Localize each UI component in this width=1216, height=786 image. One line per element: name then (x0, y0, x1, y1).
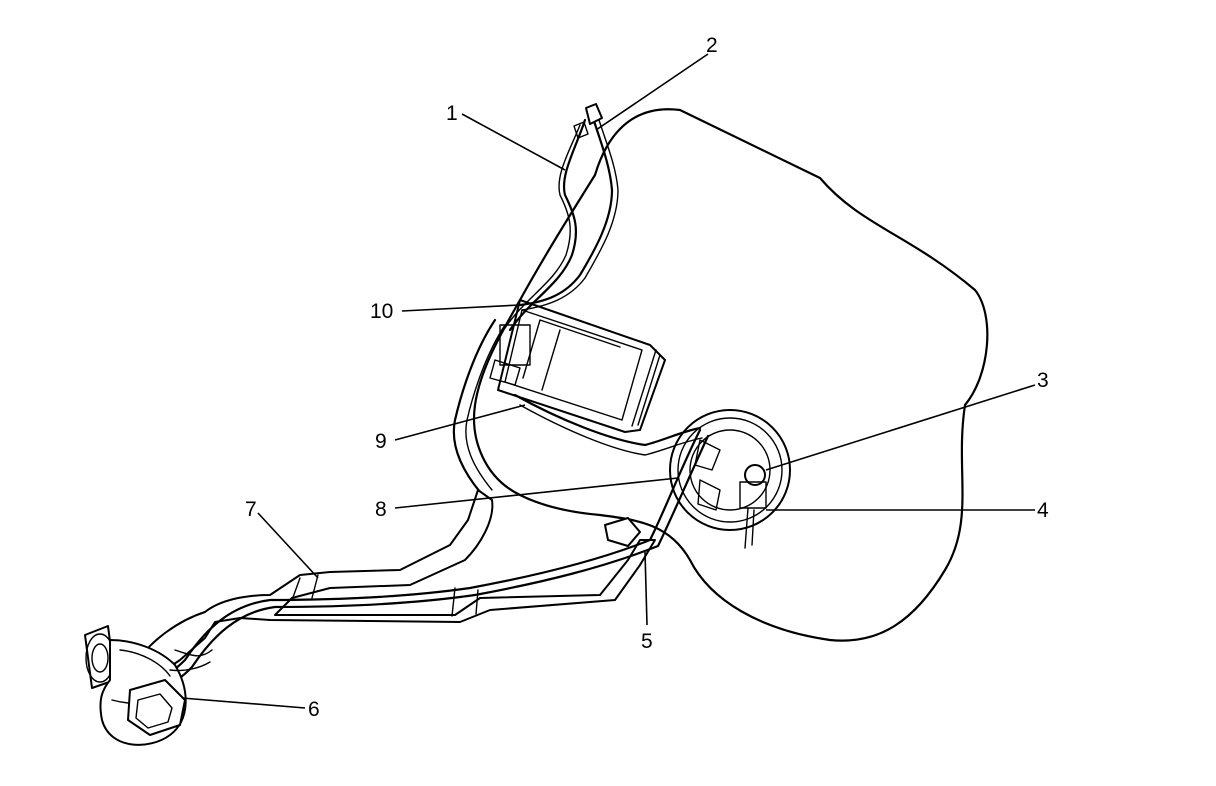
fuel-feed-line (123, 428, 702, 685)
canister-to-module-pipe (513, 393, 702, 447)
vapor-pipe-left (452, 318, 497, 494)
callout-9: 9 (375, 430, 387, 453)
callout-1: 1 (446, 102, 458, 125)
callout-4: 4 (1037, 499, 1049, 522)
evap-purge-pipe-inner (521, 119, 619, 311)
callout-10: 10 (370, 300, 393, 323)
fuel-tank-outline (473, 108, 989, 642)
evap-purge-pipe (518, 116, 614, 307)
filler-vent-valve (604, 517, 641, 547)
vent-fitting (585, 103, 603, 125)
evap-vent-pipe-inner (504, 124, 581, 329)
fuel-fill-hose (134, 489, 656, 681)
evap-canister (489, 299, 666, 433)
leader-lines (181, 53, 1036, 709)
evap-vent-pipe (508, 118, 587, 332)
callout-7: 7 (245, 498, 257, 521)
callout-5: 5 (641, 630, 653, 653)
vapor-pipe-left-inner (465, 324, 506, 491)
fuel-return-line (126, 434, 710, 694)
fuel-pump-module (669, 409, 791, 549)
callout-2: 2 (706, 34, 718, 57)
callout-3: 3 (1037, 369, 1049, 392)
fuel-filler-neck (84, 625, 213, 746)
callout-6: 6 (308, 698, 320, 721)
callout-8: 8 (375, 498, 387, 521)
